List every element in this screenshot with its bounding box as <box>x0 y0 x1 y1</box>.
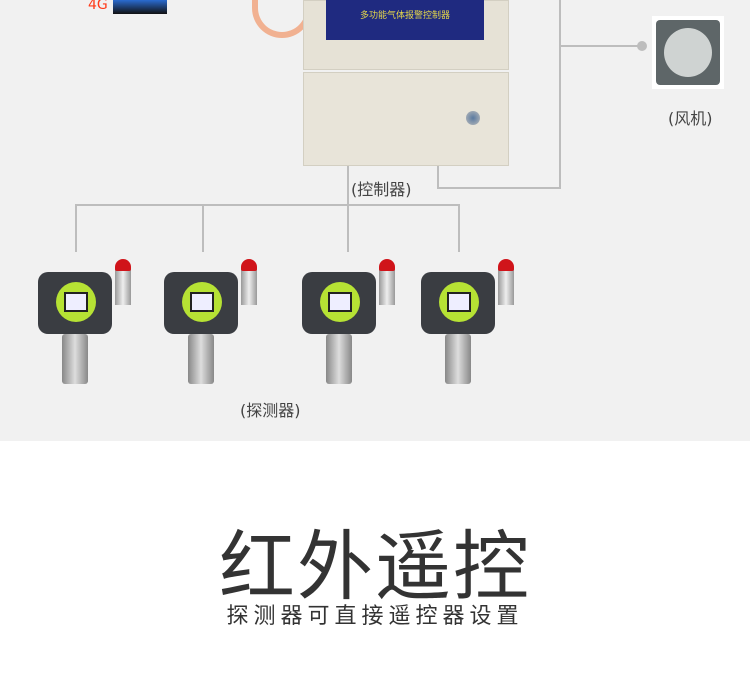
wire <box>202 204 204 252</box>
fan-icon <box>652 16 724 89</box>
signal-tower-icon <box>113 0 167 14</box>
gas-detector <box>421 259 521 392</box>
wire <box>437 187 561 189</box>
controller-screen-text: 多功能气体报警控制器 <box>359 11 450 21</box>
wire <box>347 204 349 252</box>
controller-label: (控制器) <box>351 180 412 199</box>
wire-terminal-dot <box>637 41 647 51</box>
lock-icon <box>466 111 480 125</box>
wire <box>75 204 77 252</box>
wire <box>75 204 460 206</box>
controller-screen: 多功能气体报警控制器 <box>326 0 484 40</box>
wire <box>347 166 349 206</box>
fan-label: (风机) <box>668 109 713 128</box>
wire <box>437 166 439 189</box>
gas-detector <box>164 259 264 392</box>
detectors-label: (探测器) <box>240 401 301 420</box>
gas-detector <box>38 259 138 392</box>
wiring-diagram: 4G 多功能气体报警控制器 (控制器) (风机) (探测器) <box>0 0 750 441</box>
4g-label: 4G <box>88 0 108 13</box>
wire <box>559 45 641 47</box>
gas-detector <box>302 259 402 392</box>
wire <box>559 0 561 189</box>
wire <box>458 204 460 252</box>
section-title: 红外遥控 <box>219 522 531 611</box>
section-subtitle: 探测器可直接遥控器设置 <box>226 604 524 629</box>
